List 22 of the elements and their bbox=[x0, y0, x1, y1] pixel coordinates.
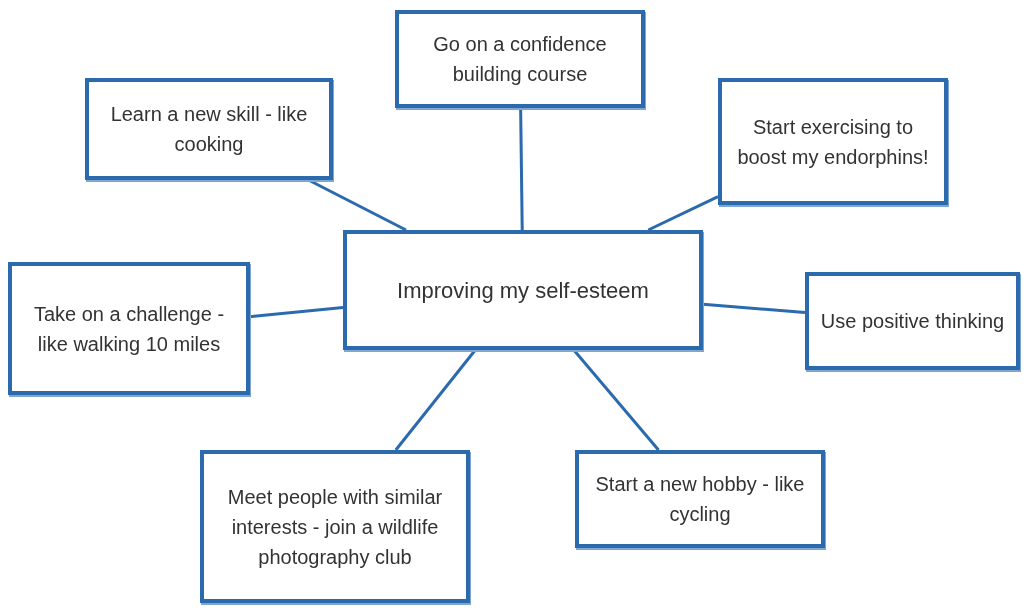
connector-line bbox=[647, 195, 719, 232]
central-topic-box bbox=[343, 230, 703, 350]
idea-box bbox=[718, 78, 948, 205]
idea-box bbox=[805, 272, 1020, 370]
box-text: Use positive thinking bbox=[820, 309, 1005, 334]
connector-line bbox=[702, 302, 806, 314]
connector-line bbox=[249, 306, 344, 319]
connector-line bbox=[572, 349, 660, 451]
box-text: Take on a challenge - like walking 10 miles bbox=[32, 301, 226, 357]
box-text: Start exercising to boost my endorphins! bbox=[736, 114, 930, 170]
box-text: Go on a confidence building course bbox=[432, 32, 608, 87]
idea-box bbox=[395, 10, 645, 108]
box-text: Improving my self-esteem bbox=[397, 276, 649, 305]
connector-line bbox=[394, 349, 477, 451]
box-text: Start a new hobby - like cycling bbox=[594, 472, 806, 527]
idea-box bbox=[85, 78, 333, 180]
connector-line bbox=[519, 107, 524, 231]
box-text: Learn a new skill - like cooking bbox=[109, 102, 309, 157]
box-text: Meet people with similar interests - join a wildlife photography club bbox=[226, 484, 444, 570]
idea-box bbox=[8, 262, 250, 395]
idea-box bbox=[575, 450, 825, 548]
idea-box bbox=[200, 450, 470, 603]
